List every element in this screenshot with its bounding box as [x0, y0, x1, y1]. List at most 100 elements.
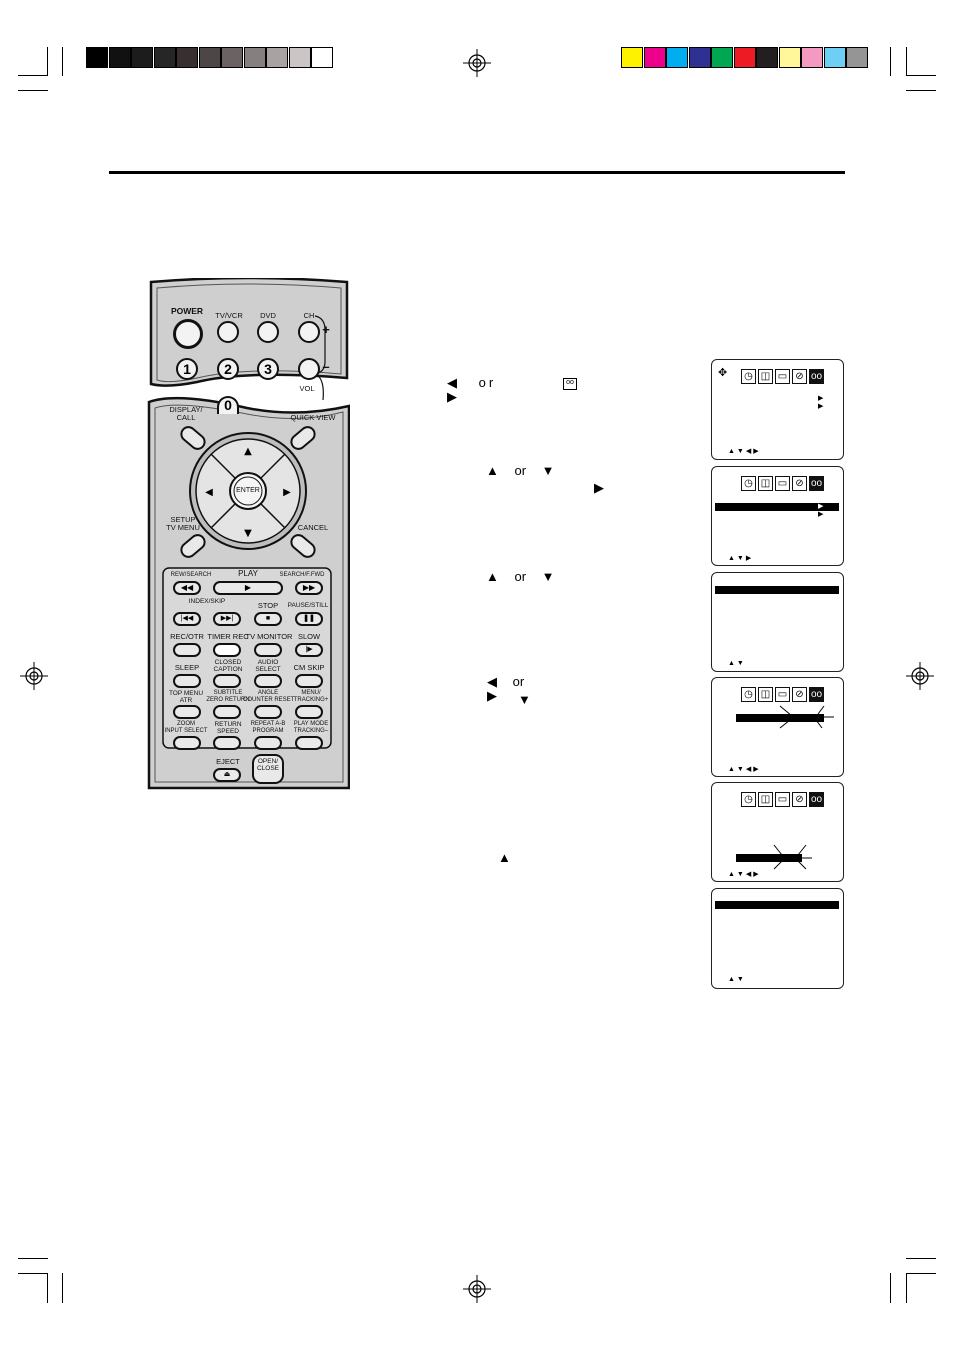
angle-button[interactable]: [254, 705, 282, 719]
submenu-pointer-icon-2: ▶: [818, 511, 824, 518]
ffwd-button[interactable]: ▶▶: [295, 581, 323, 595]
highlight-bar: [715, 901, 839, 909]
number-0-button[interactable]: 0: [217, 396, 239, 414]
osd-menu-tabs: ◷ ◫ ▭ ⊘ oo: [741, 476, 824, 491]
dvd-setup-icon: ◫: [758, 476, 773, 491]
color-swatch-7: [778, 47, 801, 68]
crop-mark-br-v2: [890, 1273, 891, 1303]
vol-label: VOL: [299, 384, 315, 393]
index-skip-label: INDEX/SKIP: [188, 598, 226, 605]
dpad[interactable]: [197, 440, 299, 542]
number-3-button[interactable]: 3: [257, 358, 279, 380]
crop-mark-br-h2: [906, 1258, 936, 1259]
osd-menu-tabs: ◷ ◫ ▭ ⊘ oo: [741, 792, 824, 807]
number-2-button[interactable]: 2: [217, 358, 239, 380]
slow-button[interactable]: |▶: [295, 643, 323, 657]
ch-up-button[interactable]: [298, 321, 320, 343]
eject-button[interactable]: ⏏: [213, 768, 241, 782]
step4-arrows: ◀ or ▶: [487, 674, 525, 703]
closed-caption-button[interactable]: [213, 674, 241, 688]
tv-monitor-button[interactable]: [254, 643, 282, 657]
slow-label: SLOW: [297, 632, 321, 641]
enter-label[interactable]: ENTER: [236, 487, 260, 494]
zoom-button[interactable]: [173, 736, 201, 750]
vcr-icon: oo: [809, 476, 824, 491]
cancel-label: CANCEL: [297, 523, 329, 532]
return-label: RETURN SPEED: [214, 721, 242, 735]
step1-arrows: ◀ or ▶: [447, 375, 497, 404]
nav-hint: ▲▼: [728, 976, 746, 983]
open-close-button[interactable]: [252, 754, 284, 784]
highlight-bar: [736, 714, 824, 722]
search-ffwd-label: SEARCH/F.FWD: [279, 572, 325, 578]
tvvcr-button[interactable]: [217, 321, 239, 343]
play-mode-button[interactable]: [295, 736, 323, 750]
skip-forward-button[interactable]: ▶▶|: [213, 612, 241, 626]
quick-view-label: QUICK VIEW: [290, 413, 336, 422]
nav-hint: ▲▼◀▶: [728, 871, 761, 878]
registration-mark-top: [463, 49, 491, 77]
stop-label: STOP: [257, 601, 279, 610]
gray-swatch-3: [153, 47, 176, 68]
pause-button[interactable]: ❚❚: [295, 612, 323, 626]
sleep-label: SLEEP: [174, 663, 200, 672]
rew-button[interactable]: ◀◀: [173, 581, 201, 595]
crop-mark-tr-v2: [890, 47, 891, 76]
ch-down-button[interactable]: [298, 358, 320, 380]
osd-screen-2: ◷ ◫ ▭ ⊘ oo ▶ ▶ ▲▼▶: [711, 466, 844, 566]
crop-mark-tl-v2: [62, 47, 63, 76]
gray-swatch-0: [86, 47, 108, 68]
lock-icon: ⊘: [792, 792, 807, 807]
highlight-bar: [715, 503, 839, 511]
svg-text:▲: ▲: [244, 446, 252, 457]
gray-swatch-7: [243, 47, 266, 68]
color-swatch-0: [621, 47, 643, 68]
crop-mark-tl-h: [18, 75, 48, 76]
top-menu-button[interactable]: [173, 705, 201, 719]
clock-icon: ◷: [741, 369, 756, 384]
svg-text:▼: ▼: [244, 528, 252, 539]
gray-swatch-4: [176, 47, 198, 68]
move-cross-icon: ✥: [718, 367, 728, 379]
subtitle-button[interactable]: [213, 705, 241, 719]
stop-button[interactable]: ■: [254, 612, 282, 626]
crop-mark-tr-v: [906, 47, 907, 76]
skip-back-button[interactable]: |◀◀: [173, 612, 201, 626]
submenu-pointer-icon: ▶: [818, 503, 824, 510]
return-button[interactable]: [213, 736, 241, 750]
ch-label: CH: [303, 311, 315, 320]
sleep-button[interactable]: [173, 674, 201, 688]
gray-swatch-2: [131, 47, 153, 68]
play-button[interactable]: ▶: [213, 581, 283, 595]
header-rule: [109, 171, 845, 174]
subtitle-label: SUBTITLE ZERO RETURN: [206, 690, 250, 703]
repeat-button[interactable]: [254, 736, 282, 750]
dvd-button[interactable]: [257, 321, 279, 343]
dvd-setup-icon: ◫: [758, 369, 773, 384]
gray-swatch-6: [221, 47, 243, 68]
closed-caption-label: CLOSED CAPTION: [213, 659, 243, 673]
power-button[interactable]: [173, 319, 203, 349]
color-swatch-5: [733, 47, 756, 68]
crop-mark-tl-v: [47, 47, 48, 76]
repeat-label: REPEAT A-B PROGRAM: [250, 721, 286, 734]
number-1-button[interactable]: 1: [176, 358, 198, 380]
vcr-icon: oo: [809, 687, 824, 702]
menu-tracking-button[interactable]: [295, 705, 323, 719]
crop-mark-bl-v: [47, 1273, 48, 1303]
tvvcr-label: TV/VCR: [215, 311, 243, 320]
lock-icon: ⊘: [792, 369, 807, 384]
gray-swatch-9: [288, 47, 311, 68]
highlight-bar: [736, 854, 802, 862]
audio-select-button[interactable]: [254, 674, 282, 688]
channel-icon: ▭: [775, 476, 790, 491]
step4-down-arrow: ▼: [518, 692, 531, 707]
vcr-icon: oo: [809, 792, 824, 807]
cm-skip-button[interactable]: [295, 674, 323, 688]
ch-minus-label: –: [322, 359, 330, 374]
clock-icon: ◷: [741, 476, 756, 491]
dvd-label: DVD: [260, 311, 276, 320]
timer-rec-button[interactable]: [213, 643, 241, 657]
osd-screen-4: ◷ ◫ ▭ ⊘ oo ▲▼◀▶: [711, 677, 844, 777]
rec-otr-button[interactable]: [173, 643, 201, 657]
